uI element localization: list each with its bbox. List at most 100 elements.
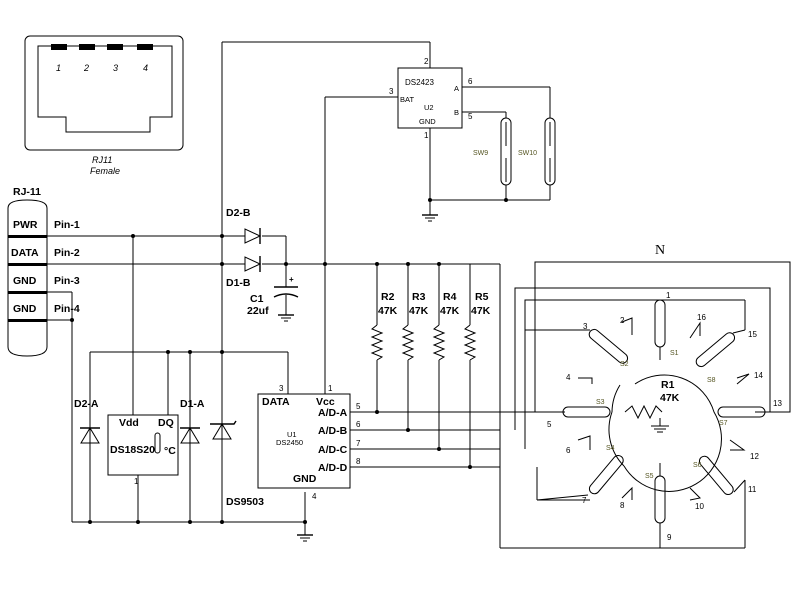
capacitor-c1: + C1 22uf bbox=[247, 275, 299, 317]
rj11-female-connector: 1 2 3 4 RJ11 Female bbox=[24, 35, 184, 176]
u2-pin-number: 1 bbox=[424, 131, 429, 140]
switch-label: S6 bbox=[693, 462, 702, 469]
pin-label: Pin-3 bbox=[54, 275, 80, 287]
connector-pin-label: 2 bbox=[83, 63, 89, 73]
u2-pin-number: 5 bbox=[468, 112, 473, 121]
diode-ds9503: DS9503 bbox=[210, 420, 264, 508]
jack-row-label: DATA bbox=[11, 247, 39, 259]
switch-label: SW10 bbox=[518, 150, 537, 157]
compass-assembly: N R1 47K S1 S5 S3 S7 bbox=[514, 243, 791, 548]
wiring bbox=[47, 41, 745, 549]
position-number: 10 bbox=[695, 502, 704, 511]
diode-d1a: D1-A bbox=[180, 398, 205, 444]
reed-switch-sw10: SW10 bbox=[518, 117, 556, 186]
sensor-unit: °C bbox=[164, 445, 176, 457]
r1-ref: R1 bbox=[661, 379, 675, 391]
ground-symbol bbox=[297, 534, 313, 542]
u2-pin-b: B bbox=[454, 108, 459, 117]
jack-row-label: PWR bbox=[13, 219, 38, 231]
resistor-r5: R5 47K bbox=[463, 291, 491, 361]
switch-label: S8 bbox=[707, 377, 716, 384]
u2-part: DS2423 bbox=[405, 78, 434, 87]
u2-pin-number: 6 bbox=[468, 77, 473, 86]
jack-title: RJ-11 bbox=[13, 186, 41, 198]
resistor-ref: R5 bbox=[475, 291, 489, 303]
diode-label: DS9503 bbox=[226, 496, 264, 508]
compass-switch bbox=[654, 299, 666, 348]
diode-label: D2-B bbox=[226, 207, 251, 219]
resistor-value: 47K bbox=[440, 305, 460, 317]
u1-pin-number: 3 bbox=[279, 384, 284, 393]
u1-pin-ad: A/D-B bbox=[318, 425, 348, 437]
u1-pin-number: 8 bbox=[356, 457, 361, 466]
u1-pin-number: 5 bbox=[356, 402, 361, 411]
u1-pin-number: 4 bbox=[312, 492, 317, 501]
resistor-r4: R4 47K bbox=[432, 291, 460, 361]
resistor-r2: R2 47K bbox=[370, 291, 398, 361]
switch-label: S1 bbox=[670, 350, 679, 357]
switch-label: S2 bbox=[620, 361, 629, 368]
resistor-r3: R3 47K bbox=[401, 291, 429, 361]
switch-label: S5 bbox=[645, 473, 654, 480]
connector-contact bbox=[51, 44, 67, 50]
u1-pin-number: 6 bbox=[356, 420, 361, 429]
u2-pin-number: 2 bbox=[424, 57, 429, 66]
u2-pin-a: A bbox=[454, 84, 459, 93]
position-number: 6 bbox=[566, 446, 571, 455]
connector-subtitle: Female bbox=[90, 166, 120, 176]
resistor-value: 47K bbox=[409, 305, 429, 317]
pin-label: Pin-4 bbox=[54, 303, 80, 315]
compass-switch bbox=[695, 332, 736, 368]
diode-label: D1-A bbox=[180, 398, 205, 410]
u1-pin-ad: A/D-D bbox=[318, 462, 348, 474]
diode-d1b: D1-B bbox=[226, 256, 262, 289]
reed-switch-sw9: SW9 bbox=[473, 117, 512, 186]
resistor-value: 47K bbox=[378, 305, 398, 317]
position-number: 2 bbox=[620, 316, 625, 325]
u2-pin-gnd: GND bbox=[419, 117, 436, 126]
resistor-ref: R3 bbox=[412, 291, 426, 303]
position-number: 16 bbox=[697, 313, 706, 322]
connector-contact bbox=[79, 44, 95, 50]
compass-switch bbox=[698, 455, 734, 496]
sensor-pin-number: 1 bbox=[134, 477, 139, 486]
resistor-value: 47K bbox=[471, 305, 491, 317]
pin-label: Pin-2 bbox=[54, 247, 80, 259]
position-number: 7 bbox=[582, 496, 587, 505]
u1-pin-data: DATA bbox=[262, 396, 290, 408]
position-number: 3 bbox=[583, 322, 588, 331]
position-number: 15 bbox=[748, 330, 757, 339]
position-number: 1 bbox=[666, 291, 671, 300]
capacitor-value: 22uf bbox=[247, 305, 269, 317]
sensor-pin-dq: DQ bbox=[158, 417, 174, 429]
sensor-pin-vdd: Vdd bbox=[119, 417, 139, 429]
u1-pin-number: 1 bbox=[328, 384, 333, 393]
u2-ref: U2 bbox=[424, 103, 434, 112]
position-number: 8 bbox=[620, 501, 625, 510]
sensor-ds18s20: Vdd DQ DS18S20 °C 1 bbox=[107, 414, 179, 486]
r1-value: 47K bbox=[660, 392, 680, 404]
compass-switch bbox=[717, 406, 766, 418]
position-number: 9 bbox=[667, 533, 672, 542]
north-label: N bbox=[655, 243, 665, 258]
u1-pin-number: 7 bbox=[356, 439, 361, 448]
position-number: 13 bbox=[773, 399, 782, 408]
sensor-part: DS18S20 bbox=[110, 444, 155, 456]
position-number: 4 bbox=[566, 373, 571, 382]
switch-label: S4 bbox=[606, 445, 615, 452]
rj11-jack: RJ-11 PWR DATA GND GND Pin-1 Pin-2 Pin-3… bbox=[7, 186, 80, 357]
u2-pin-bat: BAT bbox=[400, 95, 414, 104]
diode-label: D2-A bbox=[74, 398, 99, 410]
u1-part: DS2450 bbox=[276, 438, 303, 447]
capacitor-ref: C1 bbox=[250, 293, 264, 305]
compass-switch bbox=[562, 406, 611, 418]
u1-pin-gnd: GND bbox=[293, 473, 317, 485]
u2-pin-number: 3 bbox=[389, 87, 394, 96]
connector-pin-label: 4 bbox=[143, 63, 148, 73]
diode-d2a: D2-A bbox=[74, 398, 100, 444]
chip-u2-ds2423: DS2423 BAT A B U2 GND 3 2 6 5 1 bbox=[389, 57, 473, 140]
ground-symbol bbox=[422, 214, 438, 222]
jack-row-label: GND bbox=[13, 275, 37, 287]
u1-ref: U1 bbox=[287, 430, 297, 439]
